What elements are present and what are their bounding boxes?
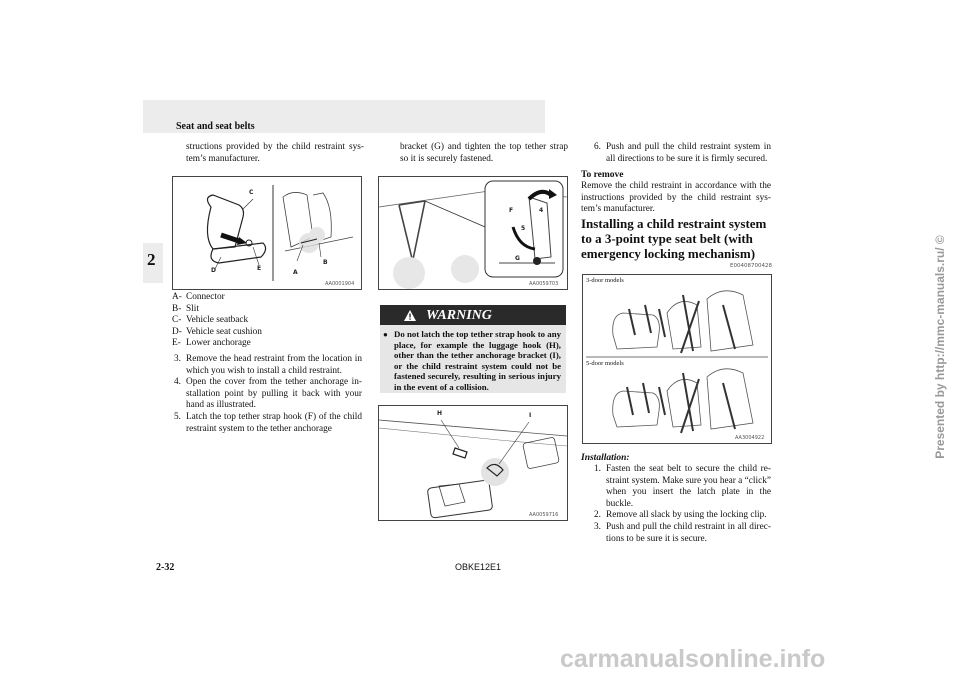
section-code: E00408700428 [730,263,772,269]
installation-heading: Installation: [581,453,630,463]
fig1-id: AA0001904 [325,281,355,287]
col1-intro: structions provided by the child restrai… [186,142,364,164]
fig3-label-i: I [529,412,532,419]
chapter-tab [143,243,163,283]
step-item: 3.Push and pull the child restraint in a… [594,521,771,544]
fig4-id: AA3004922 [735,435,765,441]
side-watermark: Presented by http://mmc-manuals.ru/ © [933,235,947,459]
figure-door-models: 3-door models 5-door models AA3004922 [582,274,772,444]
col2-intro: bracket (G) and tighten the top tether s… [400,142,568,164]
legend-item: C-Vehicle seatback [172,315,249,326]
step-item: 4.Open the cover from the tether anchora… [174,377,362,411]
seat-anchorage-illustration [206,185,354,281]
section-header-title: Seat and seat belts [176,121,255,132]
site-watermark: carmanualsonline.info [560,645,826,673]
col1-steps: 3.Remove the head restraint from the loc… [174,354,362,435]
figure-luggage-hook: H I AA0059716 [378,405,568,521]
section-heading: Installing a child restraint system to a… [581,216,767,261]
warning-title: WARNING [426,308,492,323]
remove-text: Remove the child restraint in accordance… [581,181,771,215]
step-item: 3.Remove the head restraint from the loc… [174,354,362,376]
legend-item: B-Slit [172,303,199,314]
tether-illustration [379,180,567,289]
page-number: 2-32 [156,562,175,573]
three-door-label: 3-door models [586,277,624,284]
step-item: 5.Latch the top tether strap hook (F) of… [174,411,362,434]
warning-text: Do not latch the top tether strap hook t… [394,329,561,392]
bullet-icon: ● [383,330,388,339]
fig1-label-b: B [323,259,328,266]
install-steps: 1.Fasten the seat belt to secure the chi… [594,464,771,545]
legend-item: D-Vehicle seat cushion [172,326,262,337]
fig3-label-h: H [437,410,443,417]
fig1-label-c: C [249,189,254,196]
step-item: 6.Push and pull the child restraint syst… [594,142,771,164]
fig1-label-a: A [293,269,298,276]
warning-header: WARNING [380,305,566,325]
document-code: OBKE12E1 [455,562,502,572]
fig2-label-4: 4 [539,207,544,214]
fig2-label-5: 5 [521,225,526,232]
fig2-label-f: F [509,207,514,214]
remove-heading: To remove [581,170,624,180]
chapter-tab-number: 2 [147,250,156,269]
luggage-hook-illustration [379,419,567,519]
fig1-label-d: D [211,267,216,274]
legend-item: A-Connector [172,292,225,302]
door-models-illustration [586,290,768,434]
fig1-label-e: E [257,265,262,272]
step-item: 1.Fasten the seat belt to secure the chi… [594,464,771,509]
figure-seat-anchorage: C D E A B AA0001904 [172,176,362,290]
figure-tether-anchorage: F 4 5 G AA0059703 [378,176,568,290]
five-door-label: 5-door models [586,360,624,367]
header-band [143,100,545,133]
step-item: 2.Remove all slack by using the locking … [594,510,767,521]
warning-box: WARNING ● Do not latch the top tether st… [380,305,566,393]
warning-triangle-icon [404,310,416,321]
fig3-id: AA0059716 [529,512,559,518]
legend-item: E-Lower anchorage [172,338,251,349]
fig2-label-g: G [515,255,520,262]
legend-list: A-Connector B-Slit C-Vehicle seatback D-… [172,292,362,350]
fig2-id: AA0059703 [529,281,559,287]
